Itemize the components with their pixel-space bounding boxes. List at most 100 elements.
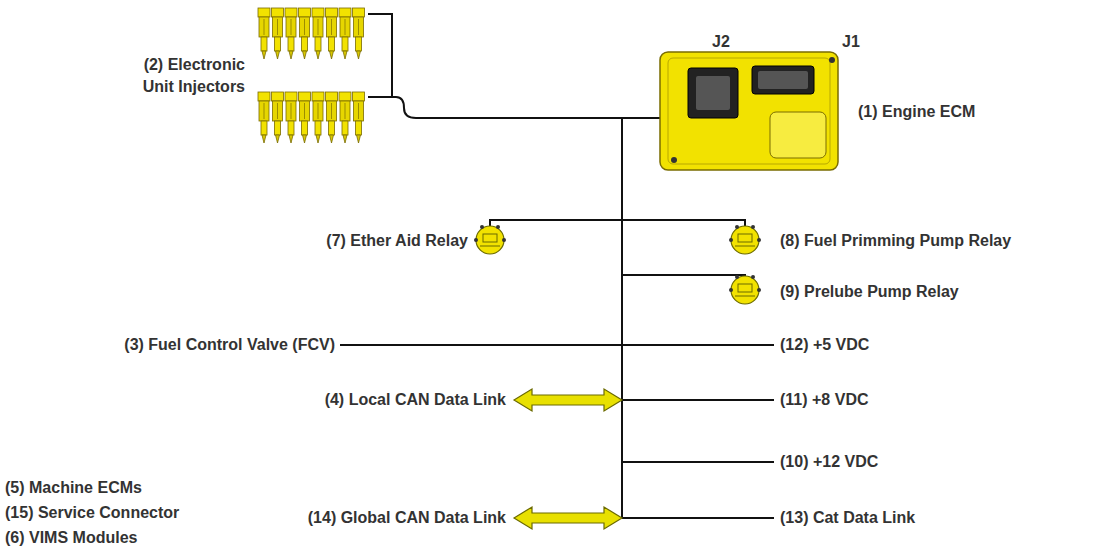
injector-groove: [264, 19, 265, 35]
relay-terminal: [502, 238, 506, 242]
harness-bus: [621, 118, 623, 518]
callout-label: (13) Cat Data Link: [780, 508, 915, 528]
electronic-unit-injector: [339, 92, 351, 143]
injector-body: [273, 17, 283, 37]
injector-groove: [291, 103, 292, 119]
injector-cap: [272, 92, 284, 101]
injector-tip: [289, 135, 293, 143]
relay-terminal: [496, 225, 500, 229]
callout-label: (15) Service Connector: [5, 503, 179, 523]
injector-cap: [285, 92, 297, 101]
injector-body: [327, 101, 337, 121]
relay-body: [476, 226, 504, 254]
injector-body: [340, 17, 350, 37]
signal-wire: [622, 461, 774, 463]
injector-tip: [316, 135, 320, 143]
injector-groove: [358, 103, 359, 119]
injector-groove: [264, 103, 265, 119]
injector-cap: [285, 8, 297, 17]
injector-body: [313, 17, 323, 37]
injector-nozzle: [261, 121, 267, 135]
injector-body: [313, 101, 323, 121]
connector-label: J2: [712, 32, 730, 52]
injector-body: [286, 17, 296, 37]
injector-nozzle: [302, 121, 308, 135]
injector-tip: [330, 135, 334, 143]
relay-terminal: [474, 238, 478, 242]
electronic-unit-injector: [258, 8, 270, 59]
injector-wire: [368, 97, 660, 118]
double-arrow: [514, 507, 622, 529]
injector-nozzle: [302, 37, 308, 51]
injector-nozzle: [288, 37, 294, 51]
injector-cap: [299, 92, 311, 101]
wiring: [340, 14, 774, 518]
electronic-unit-injector: [326, 92, 338, 143]
relay-contact: [735, 246, 755, 247]
ecm-bolt: [671, 157, 677, 163]
injector-cap: [353, 8, 365, 17]
injector-nozzle: [342, 121, 348, 135]
callout-label: (5) Machine ECMs: [5, 478, 142, 498]
injector-nozzle: [356, 121, 362, 135]
injector-nozzle: [261, 37, 267, 51]
signal-label: (11) +8 VDC: [780, 390, 868, 410]
electronic-unit-injector: [312, 8, 324, 59]
j1-connector: [752, 66, 814, 94]
ecm-housing: [660, 52, 838, 170]
j2-pins: [696, 76, 730, 110]
injector-cap: [258, 92, 270, 101]
electronic-unit-injector: [353, 92, 365, 143]
injector-groove: [345, 19, 346, 35]
relay-terminal: [729, 238, 733, 242]
injector-cap: [272, 8, 284, 17]
callout-label: (9) Prelube Pump Relay: [780, 282, 959, 302]
relay-coil: [738, 284, 752, 292]
ecm-module: [770, 112, 826, 158]
injector-groove: [318, 103, 319, 119]
injector-cap: [339, 8, 351, 17]
j1-pins: [758, 71, 808, 89]
injector-groove: [277, 19, 278, 35]
injector-nozzle: [275, 37, 281, 51]
injector-nozzle: [342, 37, 348, 51]
electronic-unit-injector: [272, 8, 284, 59]
callout-label: (3) Fuel Control Valve (FCV): [124, 335, 335, 355]
signal-label: (10) +12 VDC: [780, 452, 878, 472]
callout-label: (7) Ether Aid Relay: [326, 231, 468, 251]
relay-terminal: [735, 225, 739, 229]
injector-body: [340, 101, 350, 121]
relay-contact: [480, 246, 500, 247]
connector-label: J1: [842, 32, 860, 52]
relay-terminal: [757, 238, 761, 242]
electronic-unit-injector: [312, 92, 324, 143]
injector-nozzle: [275, 121, 281, 135]
electronic-unit-injector: [353, 8, 365, 59]
relay-coil: [483, 234, 497, 242]
injector-nozzle: [329, 37, 335, 51]
injector-cap: [299, 8, 311, 17]
relay-wire: [490, 220, 745, 226]
relay-terminal: [751, 225, 755, 229]
injector-tip: [357, 135, 361, 143]
callout-label: (6) VIMS Modules: [5, 528, 137, 548]
injector-body: [354, 17, 364, 37]
relay-symbol: [729, 275, 761, 304]
signal-wire: [340, 344, 774, 346]
injector-groove: [345, 103, 346, 119]
injector-tip: [343, 135, 347, 143]
relay-body: [731, 276, 759, 304]
electronic-unit-injector: [258, 92, 270, 143]
injector-body: [327, 17, 337, 37]
relay-group: [474, 225, 761, 304]
relay-symbol: [474, 225, 506, 254]
injector-groove: [277, 103, 278, 119]
injector-nozzle: [356, 37, 362, 51]
injector-cap: [312, 92, 324, 101]
engine-ecm: [660, 52, 838, 170]
injector-groove: [304, 103, 305, 119]
injector-tip: [303, 51, 307, 59]
callout-label: (4) Local CAN Data Link: [325, 390, 506, 410]
relay-terminal: [480, 225, 484, 229]
callout-label: (14) Global CAN Data Link: [308, 508, 506, 528]
